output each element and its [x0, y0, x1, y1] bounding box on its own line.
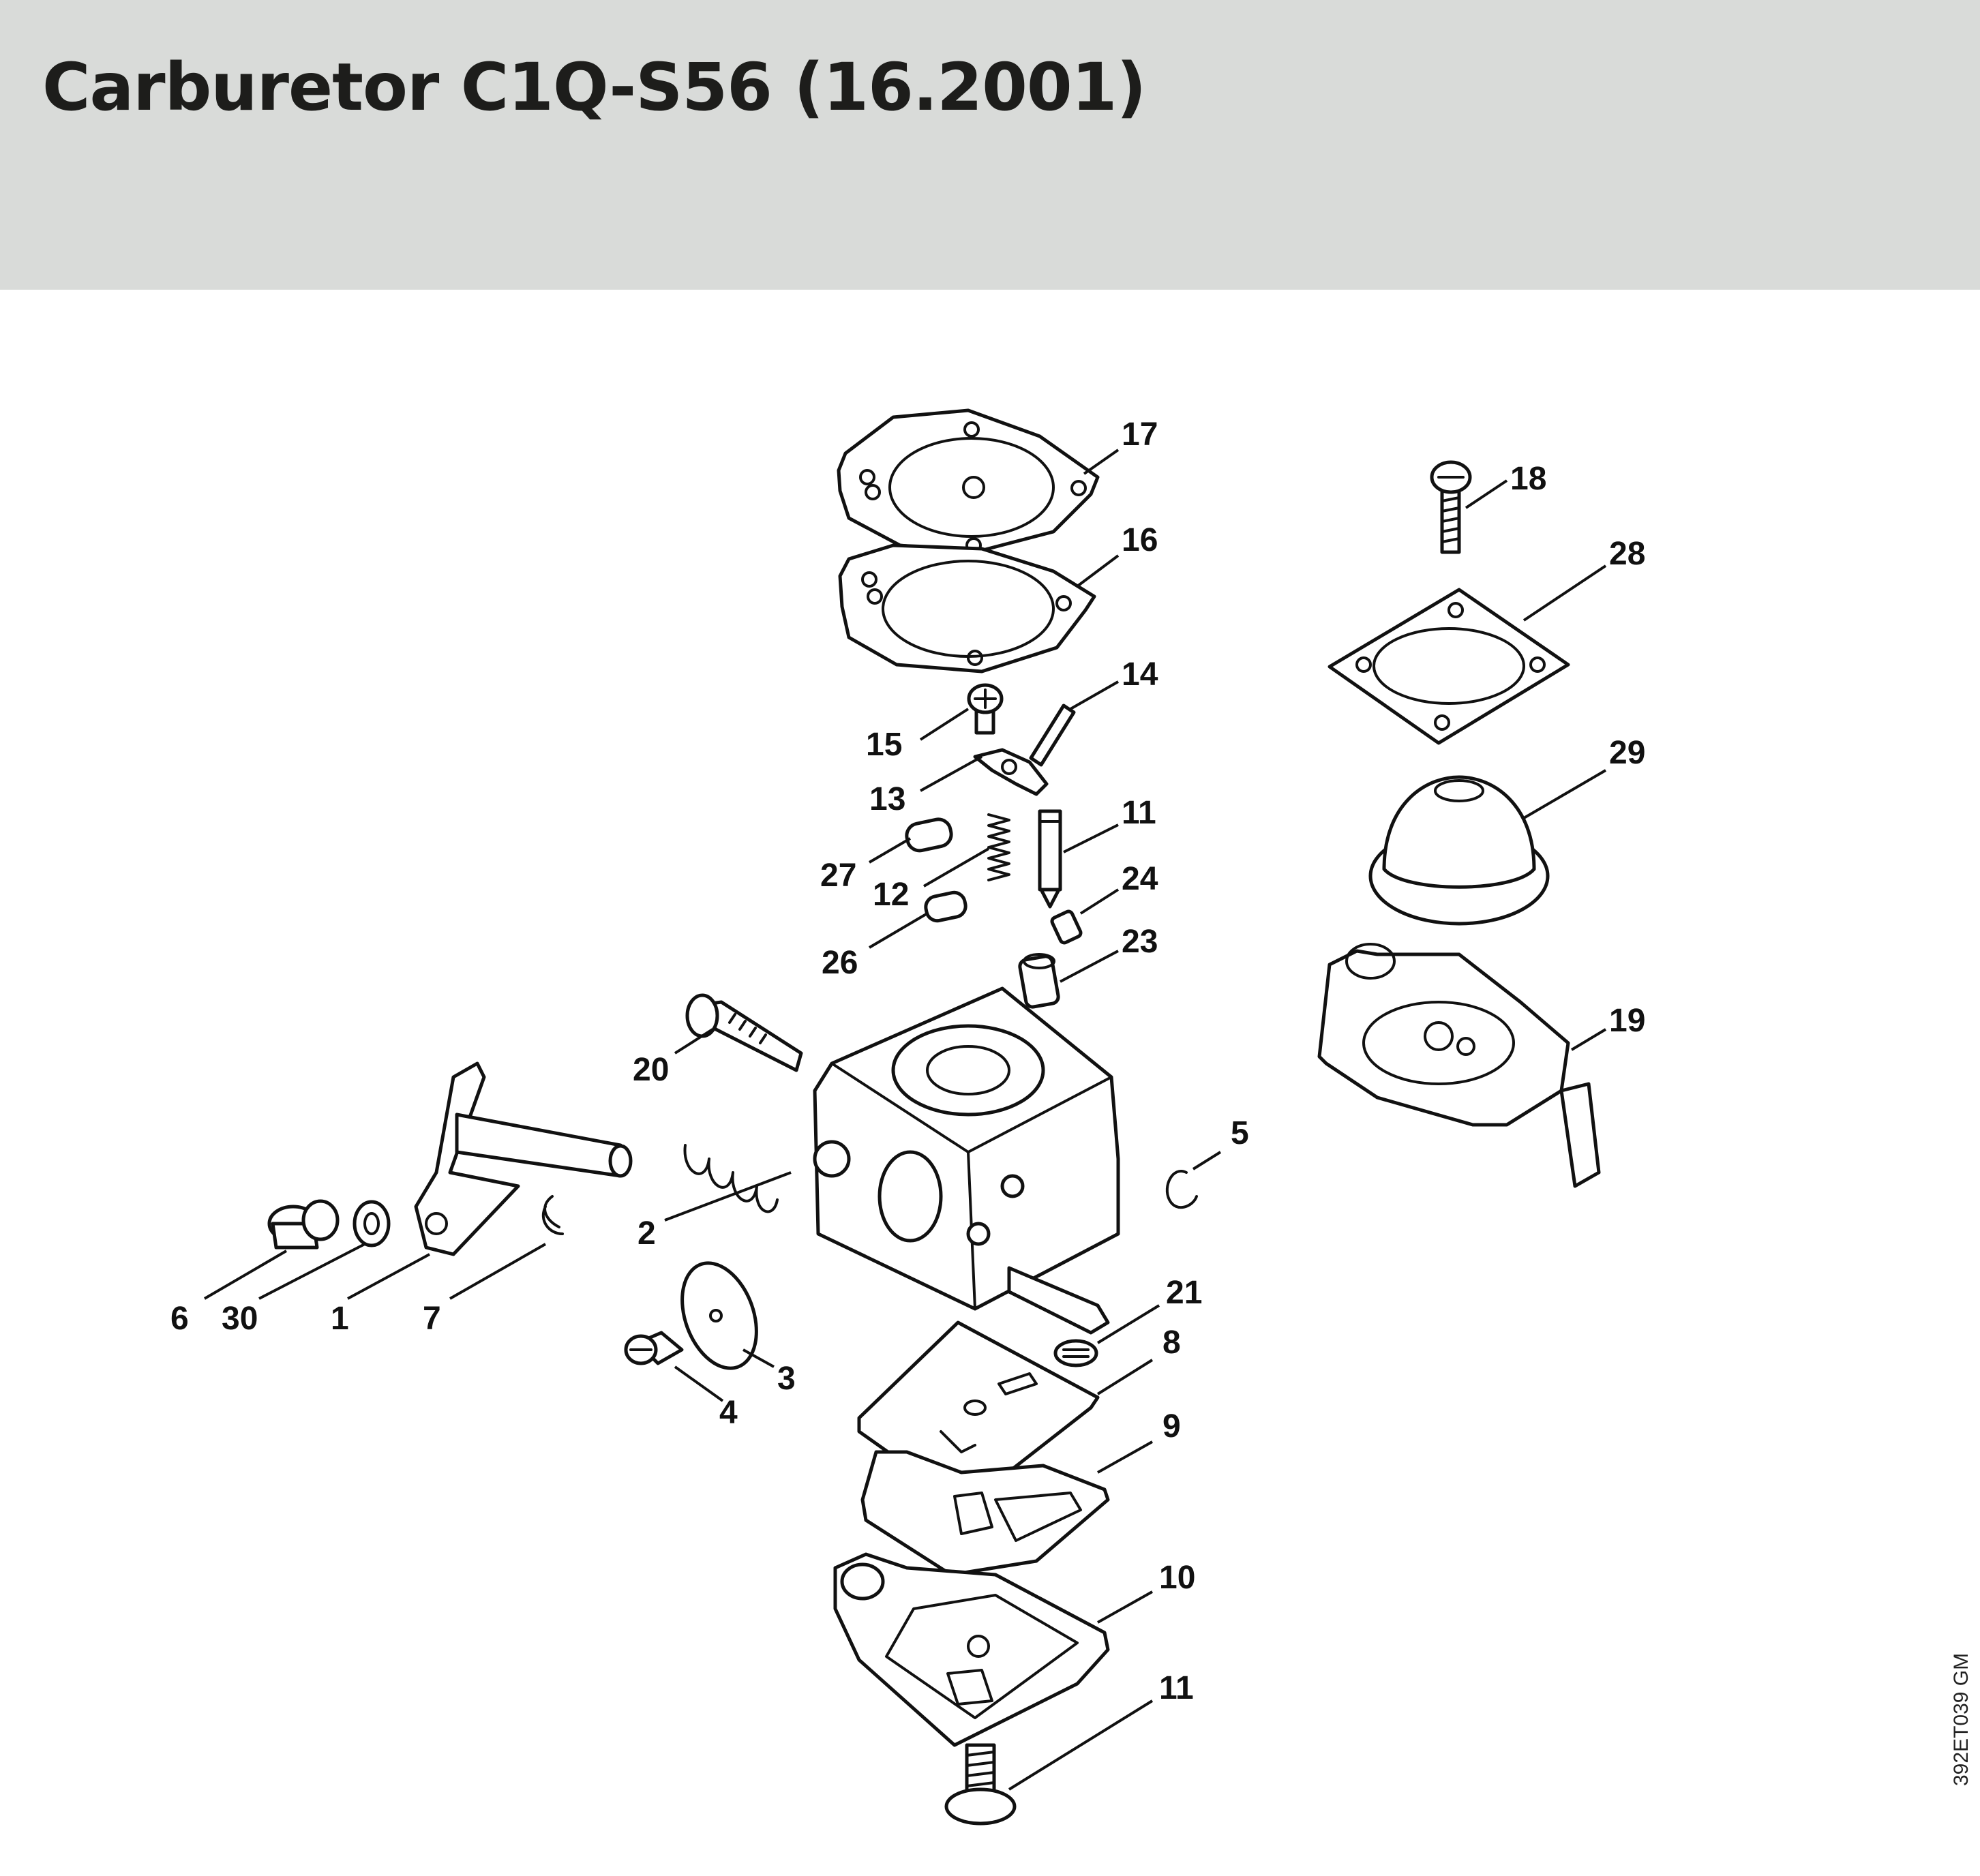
part-19-pump-housing	[1317, 943, 1601, 1188]
label-28: 28	[1609, 536, 1645, 572]
part-1-throttle-shaft	[414, 1061, 633, 1256]
part-14-lever	[973, 748, 1049, 796]
part-12-inlet-needle	[1038, 809, 1062, 909]
part-20-screw	[1430, 460, 1472, 554]
label-16: 15	[866, 727, 902, 763]
part-10-end-cover	[833, 1552, 1110, 1747]
label-17: 16	[1122, 522, 1158, 558]
part-3-throttle-plate	[680, 1261, 758, 1370]
label-10: 10	[1159, 1560, 1195, 1596]
part-23-fuel-screen	[1053, 1339, 1098, 1367]
part-9-gasket	[860, 1450, 1110, 1577]
part-17-gasket	[838, 543, 1096, 674]
page-title: Carburetor C1Q-S56 (16.2001)	[42, 49, 1146, 125]
label-14: 13	[869, 781, 905, 817]
part-5-e-clip	[1165, 1170, 1198, 1209]
label-18: 17	[1122, 417, 1158, 453]
label-9: 9	[1162, 1408, 1181, 1444]
part-29-primer-bulb	[1368, 775, 1550, 926]
part-28-gasket	[1328, 588, 1570, 745]
part-8-metering-diaphragm	[857, 1320, 1100, 1495]
label-24: 23	[1122, 924, 1158, 960]
part-16-screw	[967, 683, 1004, 735]
label-6: 6	[170, 1301, 189, 1337]
label-2: 2	[638, 1215, 656, 1252]
label-13: 12	[873, 877, 909, 913]
part-15-pin	[1029, 704, 1076, 767]
part-25-jet	[1050, 909, 1083, 945]
part-21-adjusting-screw	[685, 993, 803, 1072]
label-11: 11	[1159, 1670, 1194, 1706]
label-15: 14	[1122, 656, 1158, 693]
part-6-stop	[267, 1199, 340, 1250]
leader-lines	[203, 449, 1607, 1791]
part-11-screw	[944, 1743, 1017, 1826]
drawing-code: 392ET039 GM	[1950, 1652, 1972, 1786]
label-27: 27	[820, 858, 856, 894]
label-5: 5	[1231, 1115, 1249, 1151]
part-7-e-clip	[541, 1195, 564, 1235]
label-20: 18	[1510, 461, 1546, 497]
label-30: 30	[222, 1301, 258, 1337]
label-26: 26	[822, 945, 858, 981]
carburetor-body	[813, 986, 1120, 1335]
label-21: 20	[633, 1052, 669, 1088]
part-27-plug	[905, 817, 953, 853]
label-25: 24	[1122, 861, 1158, 897]
part-13-spring	[987, 813, 1010, 881]
part-4-screw	[624, 1331, 684, 1365]
part-2-spring	[683, 1144, 779, 1213]
part-18-diaphragm	[837, 408, 1100, 554]
header-band: Carburetor C1Q-S56 (16.2001)	[0, 0, 1980, 290]
part-26-plug	[924, 890, 967, 923]
label-7: 7	[423, 1301, 441, 1337]
label-19: 19	[1609, 1003, 1645, 1039]
label-29: 29	[1609, 735, 1645, 771]
part-number-labels: 17 16 14 15 13 11 27 12 24 26 23 20 5 2 …	[170, 417, 1645, 1706]
label-12: 11	[1122, 795, 1156, 831]
label-1: 1	[331, 1301, 349, 1337]
label-23: 21	[1166, 1275, 1202, 1311]
part-24-nozzle	[1018, 953, 1060, 1009]
label-3: 3	[777, 1361, 796, 1397]
label-4: 4	[719, 1395, 738, 1431]
part-30-washer	[352, 1200, 391, 1247]
label-8: 8	[1162, 1325, 1181, 1361]
